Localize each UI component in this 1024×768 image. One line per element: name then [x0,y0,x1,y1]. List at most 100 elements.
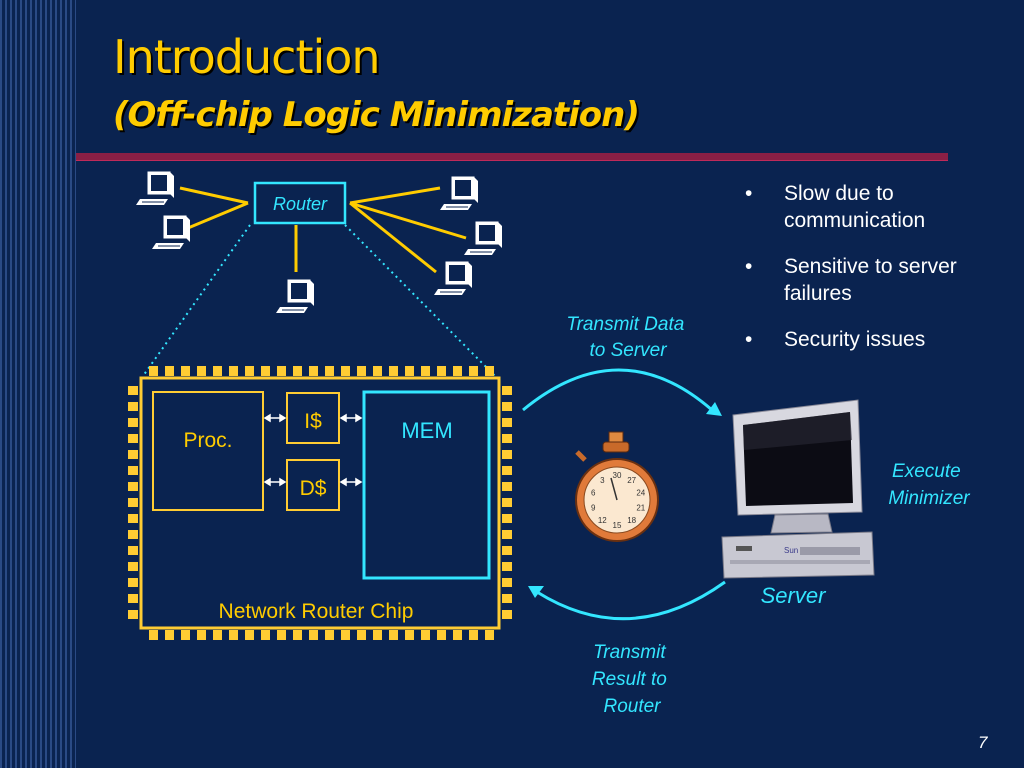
transmit-arcs [522,368,726,621]
chip-pin [128,434,138,443]
stopwatch-number: 3 [600,476,605,485]
chip-pin [502,498,512,507]
chip-pin [502,434,512,443]
chip-pin [502,466,512,475]
chip-pin [149,366,158,376]
stopwatch-number: 24 [636,488,645,497]
slide-title: Introduction [113,30,381,84]
stopwatch-number: 18 [627,516,636,525]
chip-pin [197,366,206,376]
chip-pin [453,366,462,376]
processor-label: Proc. [183,429,232,452]
server-logo-text: Sun [784,546,798,555]
chip-pin [128,418,138,427]
router-links [179,186,467,274]
transmit-result-label: Transmit Result to Router [592,642,672,717]
computer-icon [439,176,479,211]
chip-pin [309,630,318,640]
chip-pin [502,450,512,459]
dcache-label: D$ [300,477,327,500]
chip-pin [437,630,446,640]
chip-pin [165,630,174,640]
chip-pin [128,498,138,507]
stopwatch-number: 6 [591,488,596,497]
chip-pins [128,366,512,640]
chip-pin [325,630,334,640]
memory-block [362,390,491,580]
computer-icon [275,279,315,314]
chip-pin [421,366,430,376]
chip-pin [389,630,398,640]
chip-pin [502,514,512,523]
chip-pin [128,466,138,475]
chip-pin [128,578,138,587]
chip-pin [405,366,414,376]
router-box [253,181,347,225]
stopwatch-number: 21 [636,504,645,513]
dcache-block [286,459,340,511]
chip-pin [309,366,318,376]
chip-pin [357,630,366,640]
zoom-lines [142,224,496,377]
chip-pin [502,546,512,555]
stopwatch-number: 27 [627,476,636,485]
chip-pin [502,578,512,587]
computer-icon [135,171,175,206]
computer-icon [463,221,503,256]
bullet-item: Slow due to communication [745,180,1005,234]
stopwatch-number: 12 [598,516,607,525]
chip-pin [437,366,446,376]
chip-pin [502,530,512,539]
bullet-list: Slow due to communication Sensitive to s… [745,180,1005,372]
chip-pin [341,630,350,640]
chip-pin [128,546,138,555]
chip-pin [405,630,414,640]
chip-pin [149,630,158,640]
chip-pin [213,366,222,376]
router-label: Router [273,194,328,214]
arrow-to-server-icon [706,402,722,416]
chip-pin [128,514,138,523]
chip-pin [245,630,254,640]
chip-pin [389,366,398,376]
icache-label: I$ [304,410,322,433]
execute-minimizer-label: Execute Minimizer [888,461,970,509]
chip-pin [357,366,366,376]
chip-pin [128,594,138,603]
chip-pin [261,366,270,376]
chip-pin [128,562,138,571]
chip-pin [165,366,174,376]
chip-pin [128,402,138,411]
chip-pin [197,630,206,640]
page-number: 7 [978,733,988,752]
memory-label: MEM [401,418,452,443]
chip-label: Network Router Chip [219,600,414,623]
stopwatch-number: 15 [613,521,622,530]
chip-pin [421,630,430,640]
chip-pin [502,402,512,411]
chip-pin [261,630,270,640]
chip-pin [128,386,138,395]
arrow-to-router-icon [528,586,544,598]
computer-icon [433,261,473,296]
chip-pin [128,450,138,459]
chip-pin [485,366,494,376]
chip-pin [502,610,512,619]
chip-pin [453,630,462,640]
title-divider [76,153,948,161]
transmit-data-label: Transmit Data to Server [566,314,689,361]
chip-pin [469,366,478,376]
chip-pin [502,562,512,571]
chip-pin [293,366,302,376]
bullet-item: Sensitive to server failures [745,253,1005,307]
chip-pin [277,366,286,376]
chip-pin [229,630,238,640]
chip-pin [213,630,222,640]
bullet-item: Security issues [745,326,1005,353]
chip-pin [181,366,190,376]
chip-pin [485,630,494,640]
chip-pin [181,630,190,640]
bus-arrows [263,413,363,487]
chip-pin [502,418,512,427]
